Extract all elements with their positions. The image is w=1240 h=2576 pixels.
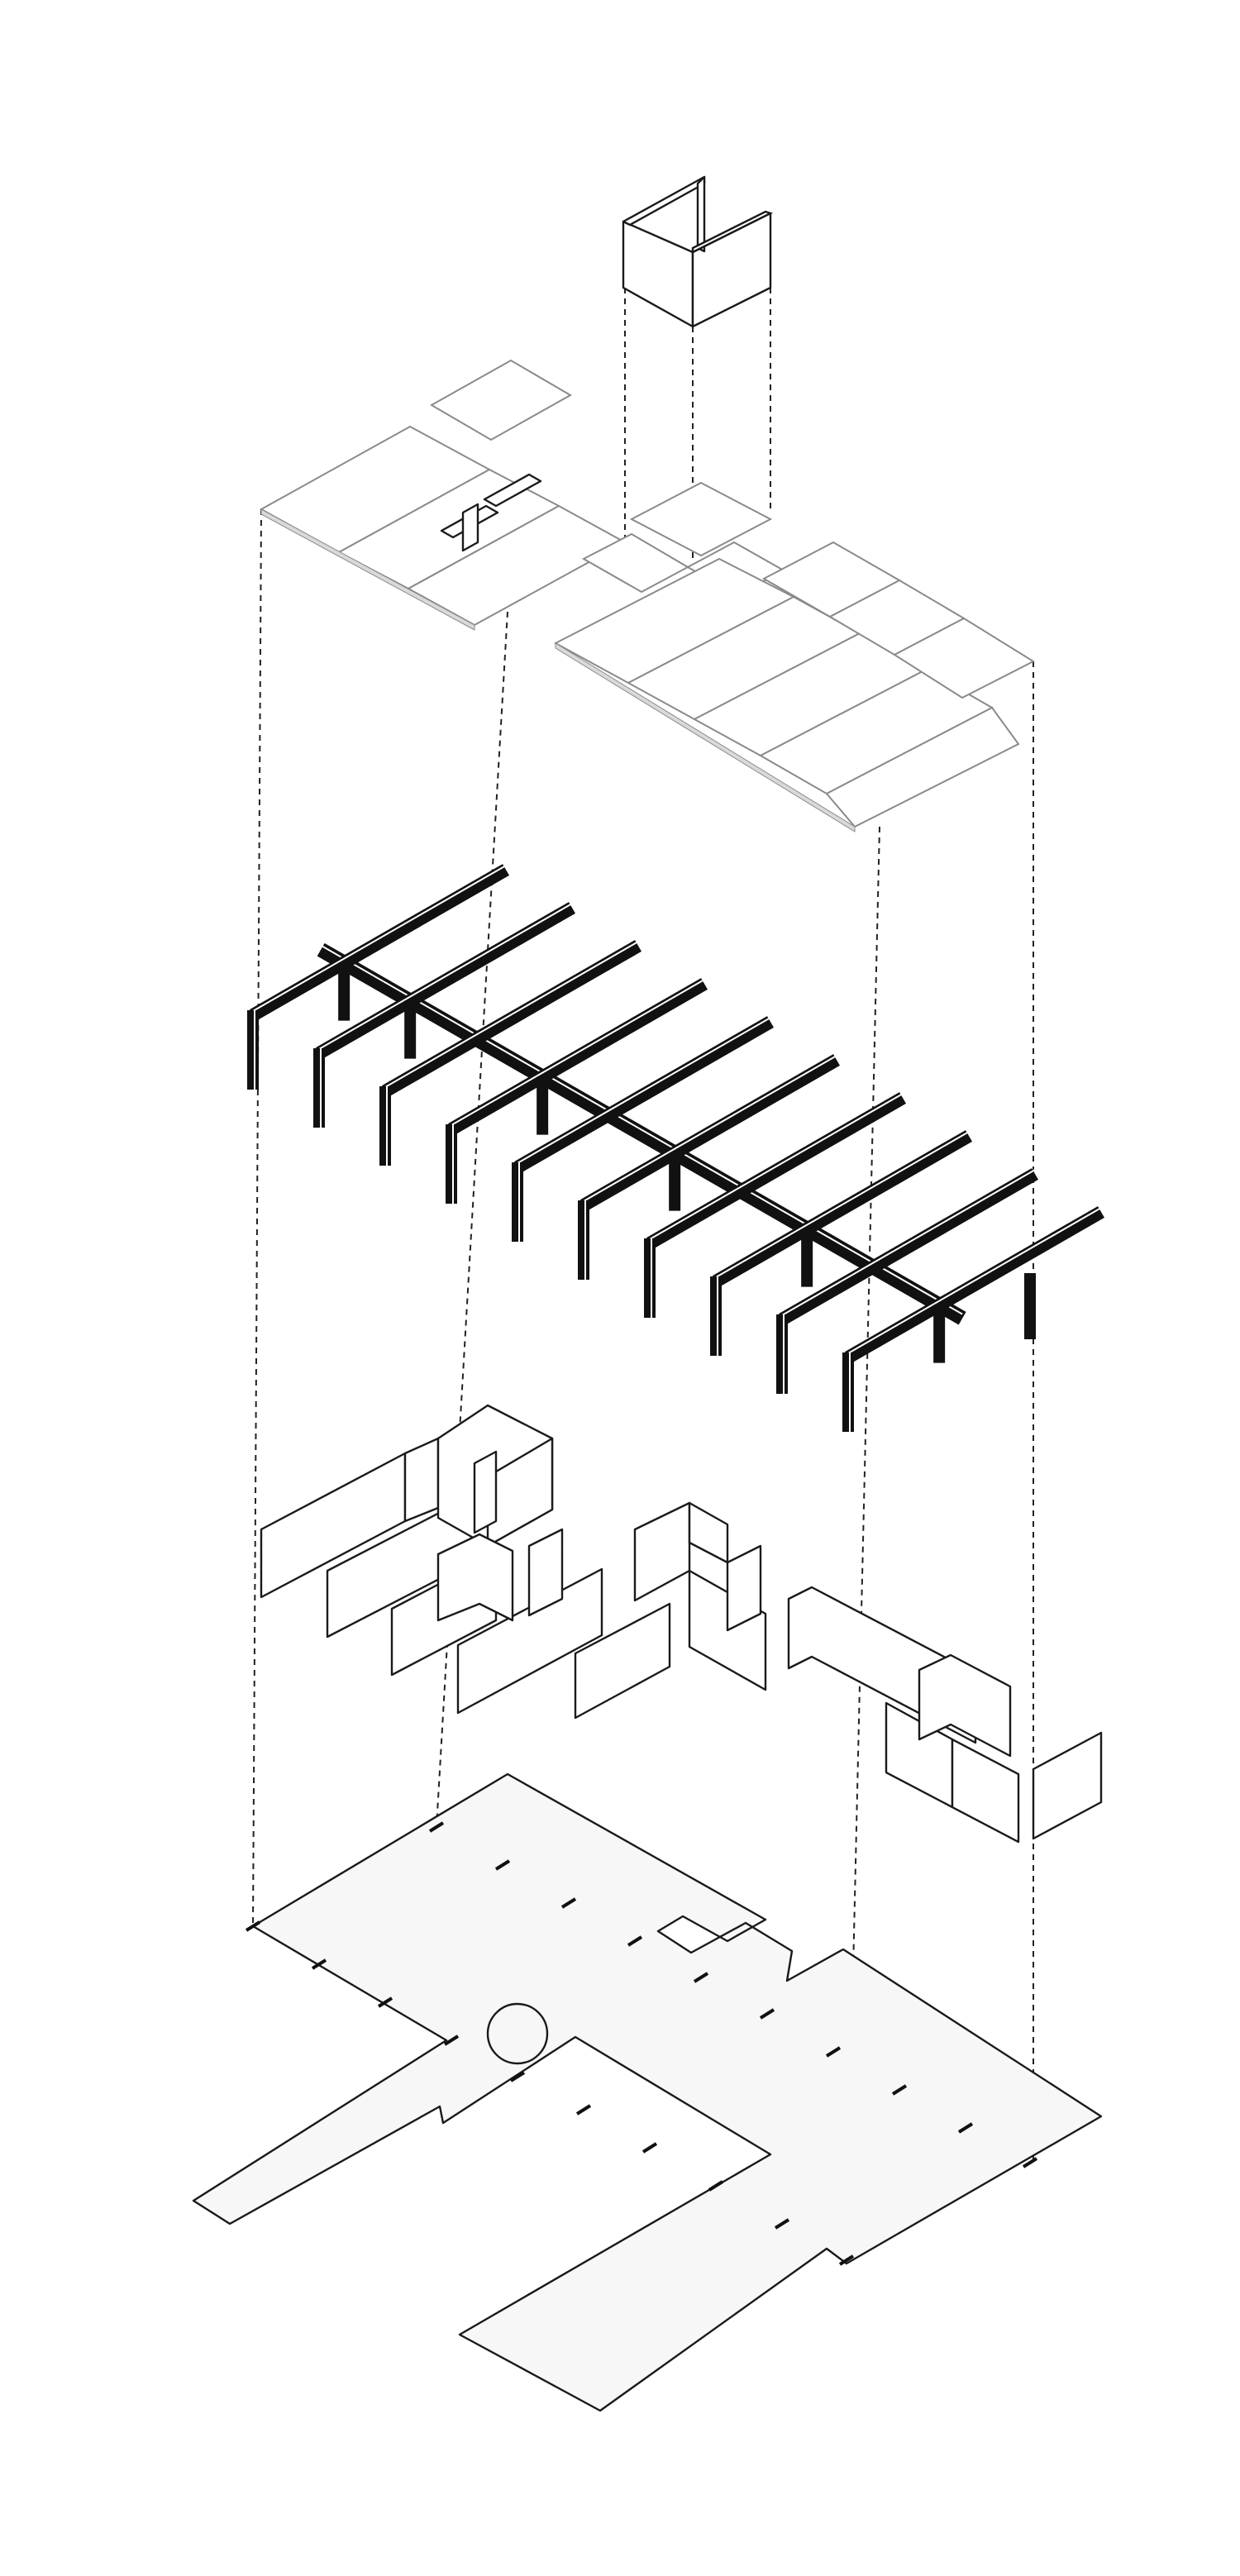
roof-panel-upper-3: [893, 617, 1036, 699]
chimney-back-left: [622, 175, 706, 227]
frame-beam-5: [514, 1016, 774, 1173]
column-mark-9: [627, 1935, 643, 1947]
roof-panel-right-5: [825, 706, 1020, 828]
wall-middle-box-right: [726, 1544, 762, 1632]
frame-beam-2: [316, 902, 575, 1059]
wall-segments: [260, 1404, 1103, 1844]
frame-beam-7: [646, 1092, 906, 1249]
wall-core-inner-a: [473, 1450, 498, 1534]
column-mark-14: [957, 2122, 974, 2134]
chimney-left-face: [622, 220, 694, 328]
frame-beam-8: [713, 1130, 972, 1287]
wall-middle-box-left: [633, 1501, 691, 1602]
column-mark-17: [641, 2142, 658, 2154]
column-mark-7: [494, 1859, 511, 1871]
column-mark-6: [428, 1821, 445, 1833]
column-mark-12: [825, 2046, 842, 2058]
column-marks: [245, 1821, 1038, 2266]
chimney-back-right: [696, 175, 706, 253]
chimney-top-right: [691, 210, 774, 254]
column-mark-2: [311, 1958, 327, 1970]
column-mark-16: [575, 2104, 592, 2116]
wall-panel-1-return: [403, 1437, 440, 1523]
column-mark-13: [891, 2084, 908, 2096]
frame-beam-highlight-2: [318, 903, 573, 1050]
wall-right-box-back: [918, 1653, 1012, 1758]
wall-panel-5: [574, 1602, 671, 1720]
column-mark-3: [377, 1996, 393, 2008]
frame-beam-highlight-9: [781, 1169, 1036, 1316]
frame-spine-highlight: [320, 944, 963, 1315]
column-mark-5: [509, 2071, 526, 2082]
frame-beam-highlight-8: [715, 1131, 970, 1278]
column-mark-19: [774, 2218, 790, 2230]
column-mark-11: [759, 2008, 775, 2020]
column-mark-1: [245, 1920, 261, 1932]
frame-beam-10: [845, 1206, 1104, 1363]
floor-plate: [192, 1772, 1103, 2412]
frame-beam-highlight-1: [252, 865, 507, 1012]
wall-middle-box-back: [688, 1501, 729, 1564]
frame-beam-highlight-7: [649, 1093, 904, 1240]
wall-core-inner-b: [436, 1533, 514, 1622]
roof-left-edge: [260, 508, 475, 631]
roof-right-edge: [555, 642, 856, 832]
frame-beam-highlight-6: [583, 1055, 837, 1202]
roof-panel-chimney-base: [629, 481, 773, 557]
column-mark-18: [708, 2180, 724, 2192]
frame-beam-highlight-5: [517, 1017, 771, 1164]
column-mark-10: [693, 1972, 709, 1983]
column-mark-20: [838, 2254, 855, 2266]
steel-frame: [247, 864, 1104, 1432]
frame-beam-6: [580, 1054, 840, 1211]
guide-left-outer: [252, 508, 262, 1927]
skylight-bar-c: [461, 503, 479, 552]
column-mark-15: [1022, 2157, 1038, 2168]
column-mark-8: [560, 1897, 577, 1909]
floor-round-void: [486, 2002, 549, 2065]
roof-panels: [259, 359, 1036, 832]
roof-small-panel: [429, 359, 573, 441]
frame-spine-beam: [317, 942, 966, 1325]
frame-beam-highlight-3: [384, 941, 639, 1088]
chimney-u-wall: [622, 175, 774, 328]
frame-beam-3: [382, 940, 641, 1097]
frame-beam-4: [448, 978, 708, 1135]
floor-outline: [192, 1772, 1103, 2412]
frame-beam-highlight-10: [847, 1207, 1102, 1354]
wall-right-box-b: [951, 1738, 1020, 1844]
frame-beam-highlight-4: [451, 979, 705, 1126]
wall-core-inner-c: [527, 1528, 564, 1617]
frame-beam-9: [779, 1168, 1038, 1325]
skylight-bar-a: [483, 473, 542, 508]
frame-beam-1: [250, 864, 509, 1021]
wall-right-end: [1032, 1731, 1103, 1840]
column-mark-4: [443, 2035, 460, 2046]
guide-right-inner: [846, 826, 880, 2258]
